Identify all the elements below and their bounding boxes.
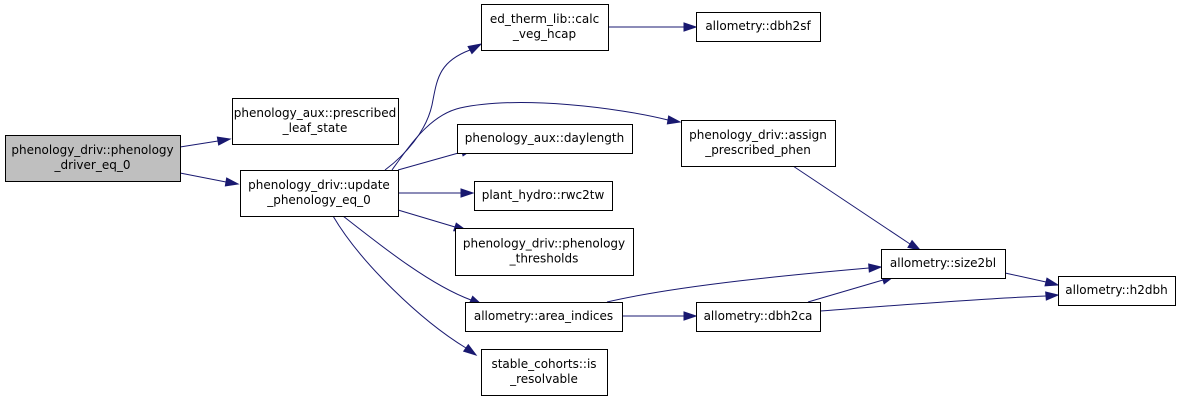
node-box <box>455 228 634 276</box>
node-label: allometry::area_indices <box>474 309 613 323</box>
node-box <box>696 12 821 42</box>
arrowhead-n2-n13 <box>462 343 478 356</box>
node-label: phenology_driv::assign <box>689 128 827 142</box>
edge-n2-n10 <box>342 215 472 301</box>
node-box <box>481 4 609 51</box>
node-box <box>457 124 633 154</box>
node-label: allometry::size2bl <box>890 256 996 270</box>
node-n5[interactable]: phenology_driv::assign_prescribed_phen <box>681 120 836 167</box>
graph-nodes: phenology_driv::phenology_driver_eq_0phe… <box>5 4 1176 396</box>
node-label: plant_hydro::rwc2tw <box>482 188 605 202</box>
node-n11[interactable]: allometry::dbh2ca <box>696 302 821 332</box>
node-label: phenology_driv::phenology <box>463 237 625 251</box>
arrowhead-n9-n12 <box>1044 277 1060 287</box>
node-box <box>881 249 1006 279</box>
node-box <box>5 135 181 182</box>
arrowhead-n3-n4 <box>683 22 698 32</box>
node-box <box>1058 276 1176 306</box>
arrowhead-n2-n5 <box>666 115 682 125</box>
node-label: ed_therm_lib::calc <box>490 12 599 26</box>
node-label: phenology_aux::daylength <box>465 131 624 145</box>
node-n1[interactable]: phenology_aux::prescribed_leaf_state <box>232 98 399 145</box>
arrowhead-n5-n9 <box>907 239 922 251</box>
edge-n2-n13 <box>332 215 467 349</box>
node-label: allometry::h2dbh <box>1065 283 1167 297</box>
edge-n0-n2 <box>179 172 227 183</box>
node-label: phenology_driv::phenology <box>11 143 173 157</box>
node-n4[interactable]: allometry::dbh2sf <box>696 12 821 42</box>
edge-n9-n12 <box>1004 272 1047 283</box>
node-n9[interactable]: allometry::size2bl <box>881 249 1006 279</box>
node-label: _resolvable <box>509 372 578 386</box>
node-n10[interactable]: allometry::area_indices <box>465 302 623 332</box>
arrowhead-n2-n7 <box>460 188 475 198</box>
node-box <box>240 170 399 217</box>
node-label: phenology_driv::update <box>248 178 390 192</box>
arrowhead-n11-n12 <box>1045 291 1060 301</box>
node-label: _leaf_state <box>282 121 348 135</box>
node-box <box>681 120 836 167</box>
arrowhead-n0-n2 <box>224 177 240 187</box>
node-n12[interactable]: allometry::h2dbh <box>1058 276 1176 306</box>
graph-edges <box>179 22 1060 356</box>
node-label: allometry::dbh2sf <box>705 19 811 33</box>
edge-n5-n9 <box>792 165 911 245</box>
node-box <box>481 349 608 396</box>
edge-n2-n3 <box>384 49 471 171</box>
node-box <box>465 302 623 332</box>
node-n8[interactable]: phenology_driv::phenology_thresholds <box>455 228 634 276</box>
edge-n2-n5 <box>391 102 669 171</box>
edge-n11-n12 <box>819 295 1047 312</box>
arrowhead-n2-n3 <box>467 43 483 55</box>
node-label: phenology_aux::prescribed <box>234 106 397 120</box>
node-box <box>474 181 613 211</box>
node-n0[interactable]: phenology_driv::phenology_driver_eq_0 <box>5 135 181 182</box>
node-n13[interactable]: stable_cohorts::is_resolvable <box>481 349 608 396</box>
node-label: _driver_eq_0 <box>54 158 131 172</box>
node-label: _phenology_eq_0 <box>266 193 371 207</box>
edge-n10-n9 <box>606 267 870 303</box>
edge-n2-n8 <box>397 209 456 228</box>
node-n3[interactable]: ed_therm_lib::calc_veg_hcap <box>481 4 609 51</box>
node-n6[interactable]: phenology_aux::daylength <box>457 124 633 154</box>
edge-n2-n6 <box>397 151 463 171</box>
node-n2[interactable]: phenology_driv::update_phenology_eq_0 <box>240 170 399 217</box>
node-label: _veg_hcap <box>512 27 576 41</box>
node-n7[interactable]: plant_hydro::rwc2tw <box>474 181 613 211</box>
edge-n11-n9 <box>807 279 884 303</box>
node-box <box>696 302 821 332</box>
node-label: stable_cohorts::is <box>491 357 596 371</box>
arrowhead-n10-n11 <box>683 311 698 321</box>
node-label: allometry::dbh2ca <box>704 309 813 323</box>
arrowhead-n0-n1 <box>216 136 232 146</box>
node-label: _prescribed_phen <box>704 143 811 157</box>
node-box <box>232 98 399 145</box>
edge-n0-n1 <box>179 140 219 148</box>
node-label: _thresholds <box>509 252 579 266</box>
arrowhead-n10-n9 <box>868 263 883 273</box>
